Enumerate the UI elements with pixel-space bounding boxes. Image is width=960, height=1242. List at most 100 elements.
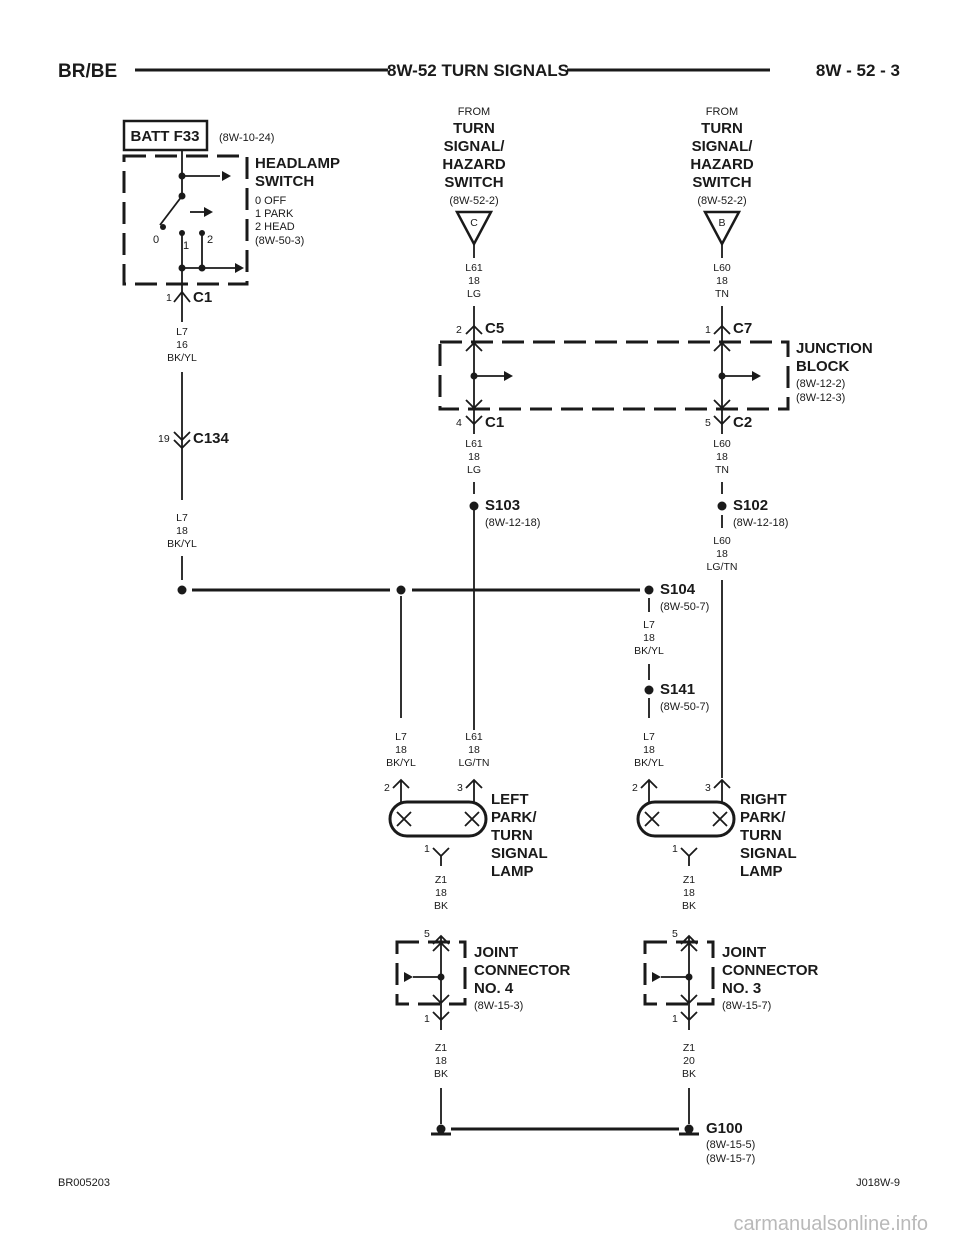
right-park-turn-lamp: 2 3 RIGHT PARK/ TURN SIGNAL LAMP 1 Z1 18…: [632, 778, 797, 912]
svg-text:TURN: TURN: [453, 120, 495, 137]
joint4-outline: [395, 940, 467, 1006]
svg-text:BK: BK: [434, 1068, 448, 1080]
svg-text:L61: L61: [465, 438, 483, 450]
switch-pos-1: 1: [183, 240, 189, 252]
joint-connector-3: 5 JOINT CONNECTOR NO. 3 (8W-15-7) 1 Z1 2…: [643, 928, 819, 1124]
svg-text:(8W-52-2): (8W-52-2): [697, 195, 746, 207]
svg-text:16: 16: [176, 339, 188, 351]
svg-text:Z1: Z1: [435, 1042, 447, 1054]
svg-text:18: 18: [468, 744, 480, 756]
arrow-icon: [222, 171, 231, 181]
splice-s141-label: S141: [660, 681, 695, 698]
header-page-number: 8W - 52 - 3: [816, 61, 900, 80]
svg-text:1: 1: [166, 292, 172, 304]
connector-c1-label: C1: [193, 289, 212, 306]
svg-text:BK/YL: BK/YL: [167, 352, 197, 364]
svg-text:Z1: Z1: [683, 1042, 695, 1054]
left-turn-circuit: L61 18 LG S103 (8W-12-18) L61 18 LG/TN: [459, 438, 541, 769]
svg-text:18: 18: [716, 275, 728, 287]
right-turn-circuit: L60 18 TN S102 (8W-12-18) L60 18 LG/TN: [707, 438, 788, 778]
arrow-icon: [652, 972, 661, 982]
headlamp-switch-outline: [122, 154, 249, 286]
svg-text:1 PARK: 1 PARK: [255, 208, 294, 220]
svg-text:18: 18: [716, 451, 728, 463]
headlamp-switch-group: BATT F33 (8W-10-24) 0 1 2 HEADLAMP SWITC…: [122, 119, 340, 580]
svg-text:2: 2: [384, 782, 390, 794]
svg-text:1: 1: [705, 324, 711, 336]
svg-text:RIGHT: RIGHT: [740, 791, 787, 808]
svg-text:5: 5: [705, 417, 711, 429]
svg-text:1: 1: [672, 1013, 678, 1025]
svg-text:18: 18: [643, 632, 655, 644]
splice-s103-label: S103: [485, 497, 520, 514]
arrow-icon: [235, 263, 244, 273]
headlamp-switch-title-1: HEADLAMP: [255, 155, 340, 172]
svg-text:L7: L7: [643, 731, 655, 743]
svg-text:(8W-15-3): (8W-15-3): [474, 1000, 523, 1012]
headlamp-switch-title-2: SWITCH: [255, 173, 314, 190]
svg-text:BK/YL: BK/YL: [634, 645, 664, 657]
svg-text:SWITCH: SWITCH: [692, 174, 751, 191]
svg-text:NO. 4: NO. 4: [474, 980, 514, 997]
svg-text:TN: TN: [715, 288, 729, 300]
svg-text:(8W-12-2): (8W-12-2): [796, 378, 845, 390]
arrow-icon: [752, 371, 761, 381]
switch-pos-2: 2: [207, 234, 213, 246]
switch-blade: [159, 195, 183, 226]
svg-text:0 OFF: 0 OFF: [255, 195, 286, 207]
svg-text:(8W-12-18): (8W-12-18): [485, 517, 540, 529]
svg-text:BK/YL: BK/YL: [386, 757, 416, 769]
svg-text:CONNECTOR: CONNECTOR: [474, 962, 571, 979]
svg-text:1: 1: [424, 1013, 430, 1025]
svg-text:18: 18: [683, 887, 695, 899]
svg-text:18: 18: [643, 744, 655, 756]
svg-text:L7: L7: [395, 731, 407, 743]
junction-block-outline: [438, 340, 790, 411]
svg-text:20: 20: [683, 1055, 695, 1067]
svg-text:3: 3: [705, 782, 711, 794]
svg-text:BK/YL: BK/YL: [167, 538, 197, 550]
terminal-b-triangle: [702, 210, 742, 247]
svg-text:PARK/: PARK/: [740, 809, 786, 826]
right-lamp-bulb-icon: [636, 800, 736, 838]
arrow-icon: [404, 972, 413, 982]
connector-c134-symbol: [173, 431, 191, 450]
svg-text:(8W-12-18): (8W-12-18): [733, 517, 788, 529]
switch-pos-0: 0: [153, 234, 159, 246]
svg-text:L61: L61: [465, 262, 483, 274]
page-header: BR/BE 8W-52 TURN SIGNALS 8W - 52 - 3: [58, 61, 900, 82]
svg-text:L7: L7: [176, 512, 188, 524]
svg-text:BK/YL: BK/YL: [634, 757, 664, 769]
svg-text:TURN: TURN: [491, 827, 533, 844]
junction-block-title-2: BLOCK: [796, 358, 849, 375]
svg-text:Z1: Z1: [435, 874, 447, 886]
svg-text:L7: L7: [176, 326, 188, 338]
ground-g100: G100 (8W-15-5) (8W-15-7): [431, 1120, 755, 1165]
svg-text:LG/TN: LG/TN: [459, 757, 490, 769]
connector-c1-jb-symbol: [465, 415, 483, 426]
headlamp-switch-ref: (8W-50-3): [255, 235, 304, 247]
svg-text:18: 18: [435, 1055, 447, 1067]
connector-c2-symbol: [713, 415, 731, 426]
svg-text:5: 5: [424, 928, 430, 940]
svg-text:BK: BK: [682, 1068, 696, 1080]
svg-text:LEFT: LEFT: [491, 791, 529, 808]
connector-c2-label: C2: [733, 414, 752, 431]
svg-text:2: 2: [456, 324, 462, 336]
svg-text:HAZARD: HAZARD: [690, 156, 753, 173]
svg-text:L60: L60: [713, 262, 731, 274]
splice-s102-label: S102: [733, 497, 768, 514]
connector-c134-label: C134: [193, 430, 230, 447]
splice-s102: [717, 501, 727, 511]
svg-text:JOINT: JOINT: [474, 944, 518, 961]
svg-text:Z1: Z1: [683, 874, 695, 886]
junction-block: 2 C5 1 C7 JUNCTION BLOCK (8W-12-2) (8W-1…: [438, 306, 873, 434]
splice-s141: [644, 685, 654, 695]
svg-text:SIGNAL: SIGNAL: [740, 845, 797, 862]
batt-f33-box: [122, 119, 209, 152]
joint-connector-4: 5 JOINT CONNECTOR NO. 4 (8W-15-3) 1 Z1 1…: [395, 928, 571, 1124]
watermark: carmanualsonline.info: [733, 1213, 928, 1235]
svg-text:L60: L60: [713, 535, 731, 547]
svg-text:(8W-52-2): (8W-52-2): [449, 195, 498, 207]
